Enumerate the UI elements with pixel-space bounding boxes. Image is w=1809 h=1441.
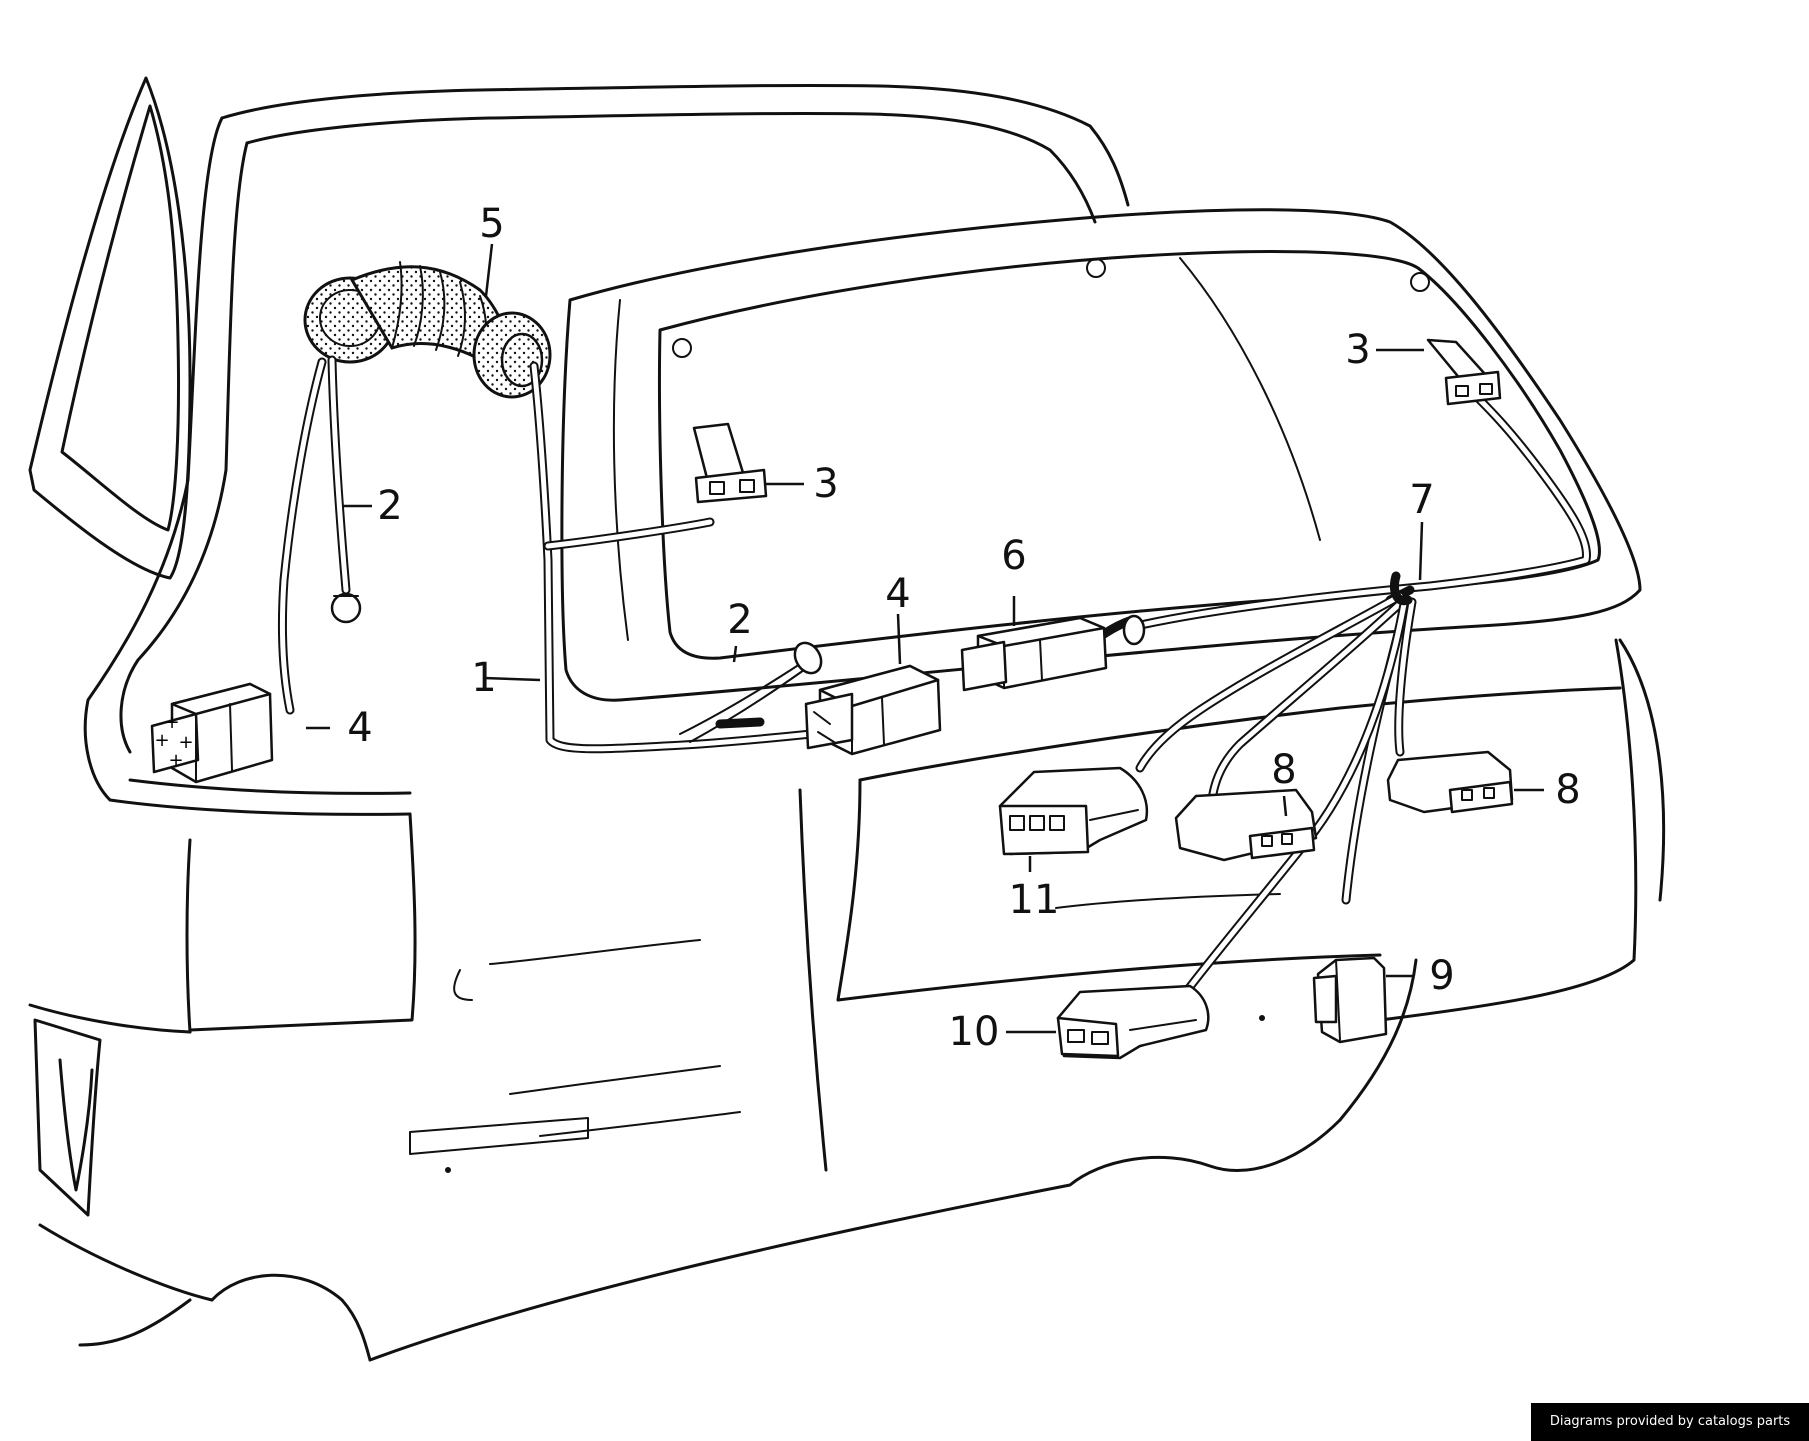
svg-text:+: + (164, 712, 179, 733)
label-relay-socket-center: 4 (885, 571, 910, 617)
hose-sleeve (303, 261, 552, 399)
connector-8-right (1386, 750, 1514, 814)
credit-footer: Diagrams provided by catalogs parts (1531, 1403, 1809, 1441)
label-connector-3-left: 3 (813, 461, 838, 507)
wire-harness (277, 355, 1591, 997)
bulb-holder-center (793, 641, 823, 675)
label-relay-socket-left: 4 (347, 705, 372, 751)
callout-labels: 5 2 2 3 3 4 1 4 6 7 8 8 11 9 10 (347, 201, 1580, 1055)
svg-text:+: + (178, 732, 193, 753)
connector-9 (1312, 956, 1388, 1044)
relay-socket-center (804, 664, 942, 756)
label-connector-8-right: 8 (1555, 767, 1580, 813)
connector-3-left (692, 422, 768, 504)
label-connector-10: 10 (949, 1009, 1000, 1055)
connector-6 (960, 614, 1146, 692)
label-connector-6: 6 (1001, 533, 1026, 579)
label-connector-3-right: 3 (1345, 327, 1370, 373)
label-connector-8-mid: 8 (1271, 747, 1296, 793)
svg-text:+: + (154, 730, 169, 751)
label-harness-branch-7: 7 (1409, 477, 1434, 523)
bulb-holder-left (330, 592, 362, 624)
car-body (28, 76, 1666, 1362)
label-wire-harness-main: 1 (471, 655, 496, 701)
svg-text:+: + (168, 750, 183, 771)
label-bulb-holder-left: 2 (377, 483, 402, 529)
label-connector-9: 9 (1429, 953, 1454, 999)
label-connector-11: 11 (1009, 877, 1060, 923)
connector-8-mid (1174, 788, 1318, 862)
connector-3-right (1426, 338, 1502, 406)
leader-lines (306, 243, 1544, 1034)
relay-socket-left: + + + + (150, 682, 274, 784)
label-hose-sleeve: 5 (479, 201, 504, 247)
label-bulb-holder-center: 2 (727, 597, 752, 643)
connector-10 (1056, 984, 1210, 1060)
connector-11 (998, 766, 1149, 856)
